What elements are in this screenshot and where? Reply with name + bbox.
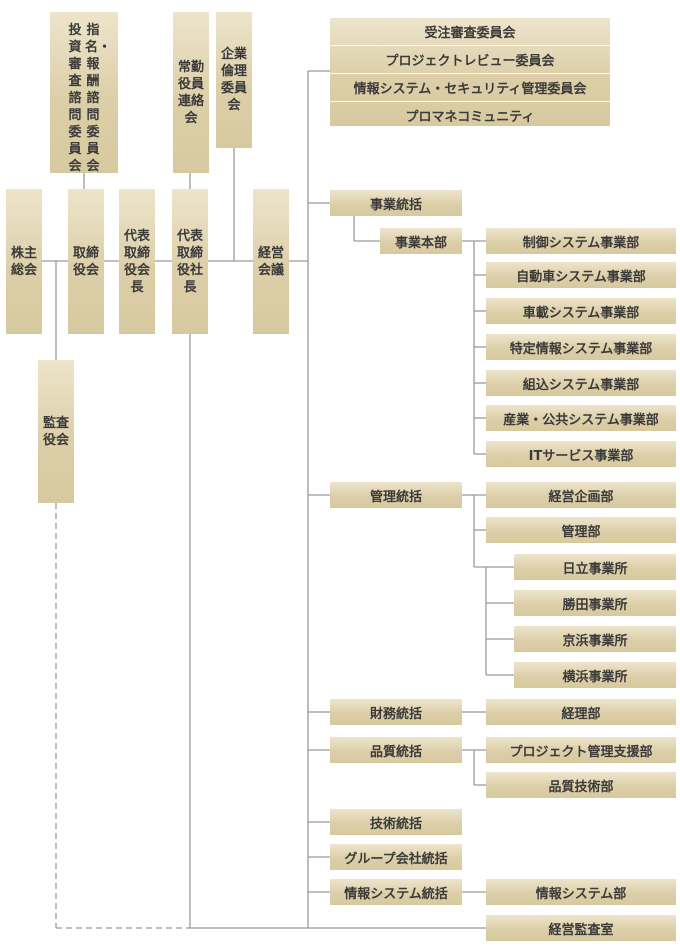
- division-box: ITサービス事業部: [486, 441, 676, 467]
- committee-stack: 受注審査委員会 プロジェクトレビュー委員会 情報システム・セキュリティ管理委員会…: [330, 18, 610, 126]
- division-box: 自動車システム事業部: [486, 262, 676, 288]
- auditors-box: 監査役会: [38, 360, 74, 503]
- shareholders-label: 株主総会: [10, 245, 37, 278]
- committee-item: 情報システム・セキュリティ管理委員会: [330, 74, 610, 102]
- finance-supervisor-box: 財務統括: [330, 699, 462, 725]
- nomination-committee-label: 指名・報酬諮問委員会: [85, 23, 112, 174]
- president-label: 代表取締役社長: [176, 228, 203, 295]
- committee-item: プロマネコミュニティ: [405, 110, 535, 125]
- ethics-committee-label: 企業倫理委員会: [220, 47, 247, 113]
- office-box: 京浜事業所: [514, 626, 676, 652]
- audit-office-box: 経営監査室: [486, 915, 676, 941]
- infosys-department-box: 情報システム部: [486, 879, 676, 905]
- chairman-label: 代表取締役会長: [123, 228, 150, 295]
- president-box: 代表取締役社長: [172, 189, 208, 334]
- board-label: 取締役会: [72, 245, 99, 278]
- board-box: 取締役会: [68, 189, 104, 334]
- ethics-committee-box: 企業倫理委員会: [216, 12, 252, 148]
- top-left-committee-box: 指名・報酬諮問委員会 投資審査諮問委員会: [50, 12, 118, 174]
- division-box: 制御システム事業部: [486, 228, 676, 254]
- group-supervisor-box: グループ会社統括: [330, 844, 462, 870]
- auditors-label: 監査役会: [42, 415, 69, 448]
- executive-liaison-box: 常勤役員連絡会: [173, 12, 209, 173]
- admin-department-box: 経営企画部: [486, 482, 676, 508]
- office-box: 日立事業所: [514, 554, 676, 580]
- infosys-supervisor-box: 情報システム統括: [330, 879, 462, 905]
- division-box: 特定情報システム事業部: [486, 334, 676, 360]
- management-meeting-label: 経営会議: [257, 245, 284, 278]
- quality-department-box: プロジェクト管理支援部: [486, 737, 676, 763]
- quality-supervisor-box: 品質統括: [330, 737, 462, 763]
- technology-supervisor-box: 技術統括: [330, 809, 462, 835]
- business-supervisor-box: 事業統括: [330, 190, 462, 216]
- office-box: 勝田事業所: [514, 590, 676, 616]
- chairman-box: 代表取締役会長: [119, 189, 155, 334]
- finance-department-box: 経理部: [486, 699, 676, 725]
- management-meeting-box: 経営会議: [253, 189, 289, 334]
- quality-department-box: 品質技術部: [486, 772, 676, 798]
- committee-item: 受注審査委員会: [330, 18, 610, 46]
- office-box: 横浜事業所: [514, 662, 676, 688]
- shareholders-box: 株主総会: [6, 189, 42, 334]
- committee-item: プロジェクトレビュー委員会: [330, 46, 610, 74]
- division-box: 組込システム事業部: [486, 370, 676, 396]
- business-hq-box: 事業本部: [380, 228, 462, 254]
- executive-liaison-label: 常勤役員連絡会: [177, 59, 204, 126]
- admin-supervisor-box: 管理統括: [330, 482, 462, 508]
- division-box: 車載システム事業部: [486, 298, 676, 324]
- investment-committee-label: 投資審査諮問委員会: [68, 23, 82, 174]
- division-box: 産業・公共システム事業部: [486, 405, 676, 431]
- admin-department-box: 管理部: [486, 517, 676, 543]
